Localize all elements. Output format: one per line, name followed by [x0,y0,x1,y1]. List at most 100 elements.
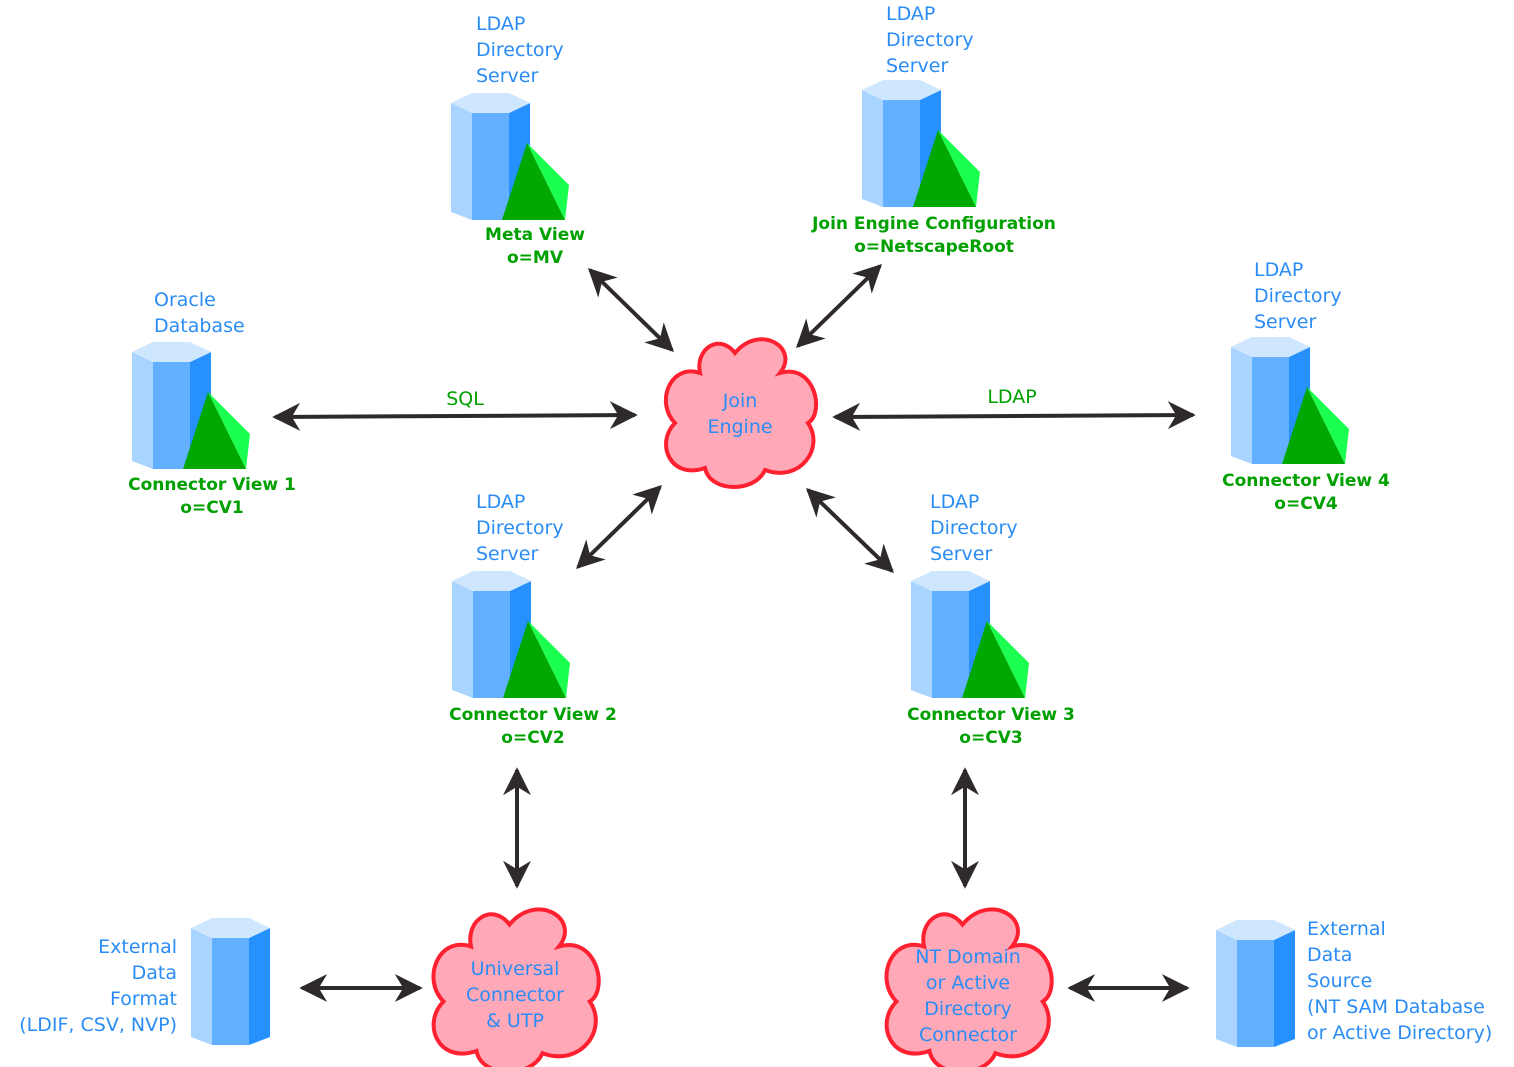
title-line: Directory [476,517,564,539]
cloud-label-line: NT Domain [915,946,1021,968]
bidirectional-arrow [272,401,638,431]
title-line: Data [1307,944,1352,966]
title-line: Server [1254,311,1316,333]
database-server-icon [191,918,270,1045]
cloud-label-line: & UTP [486,1010,544,1032]
title-line: Database [154,315,245,337]
cloud-label-line: Engine [707,416,772,438]
title-line: LDAP [476,13,525,35]
database-server-icon [451,93,569,220]
cloud-label-line: or Active [926,972,1010,994]
cloud-label-line: Join [722,390,758,412]
database-server-icon [132,342,250,469]
server-caption: Connector View 4 o=CV4 [1222,471,1390,514]
title-line: Oracle [154,289,216,311]
title-line: Data [132,962,177,984]
title-line: Server [886,55,948,77]
title-line: Server [476,543,538,565]
database-server-icon [1231,337,1349,464]
bidirectional-arrow [795,264,883,348]
bidirectional-arrow [587,268,675,352]
bidirectional-arrow [805,488,895,573]
caption-line: o=MV [507,248,564,268]
caption-line: o=CV4 [1274,494,1338,514]
caption-line: Connector View 3 [907,705,1075,725]
cloud-label-line: Connector [466,984,564,1006]
caption-line: Connector View 4 [1222,471,1390,491]
title-line: LDAP [930,491,979,513]
caption-line: Connector View 1 [128,475,296,495]
caption-line: o=CV1 [180,498,243,518]
pyramid-icon [503,621,570,698]
title-line: (NT SAM Database [1307,996,1485,1018]
title-line: Server [476,65,538,87]
cloud-label-line: Connector [919,1024,1017,1046]
server-caption: Connector View 3 o=CV3 [907,705,1075,748]
server-caption: Connector View 2 o=CV2 [449,705,617,748]
title-line: Source [1307,970,1372,992]
title-line: LDAP [476,491,525,513]
caption-line: o=CV3 [959,728,1022,748]
pyramid-icon [502,143,569,220]
title-line: Directory [930,517,1018,539]
pyramid-icon [913,130,980,207]
cloud-shape [664,337,818,489]
sql-connection-label: SQL [446,388,484,410]
database-server-icon [911,571,1029,698]
caption-line: Connector View 2 [449,705,617,725]
title-line: Directory [476,39,564,61]
cloud-shape [884,907,1054,1067]
database-server-icon [862,80,980,207]
title-line: Directory [1254,285,1342,307]
database-server-icon [452,571,570,698]
cloud-shape [431,907,601,1067]
pyramid-icon [1282,387,1349,464]
title-line: Directory [886,29,974,51]
ldap-connection-label: LDAP [987,386,1036,408]
title-line: Format [110,988,177,1010]
server-caption: Join Engine Configuration o=NetscapeRoot [811,214,1056,257]
bidirectional-arrow [832,401,1196,431]
title-line: or Active Directory) [1307,1022,1492,1044]
title-line: LDAP [1254,259,1303,281]
caption-line: o=NetscapeRoot [854,237,1014,257]
title-line: (LDIF, CSV, NVP) [19,1014,177,1036]
cloud-label-line: Universal [471,958,560,980]
server-caption: Meta View o=MV [485,225,585,268]
caption-line: o=CV2 [501,728,564,748]
arrows [272,264,1196,1002]
caption-line: Join Engine Configuration [811,214,1056,234]
database-server-icon [1216,920,1295,1047]
caption-line: Meta View [485,225,585,245]
title-line: External [98,936,177,958]
cloud-label-line: Directory [924,998,1012,1020]
pyramid-icon [183,392,250,469]
title-line: LDAP [886,3,935,25]
bidirectional-arrow [575,485,663,569]
title-line: Server [930,543,992,565]
pyramid-icon [962,621,1029,698]
